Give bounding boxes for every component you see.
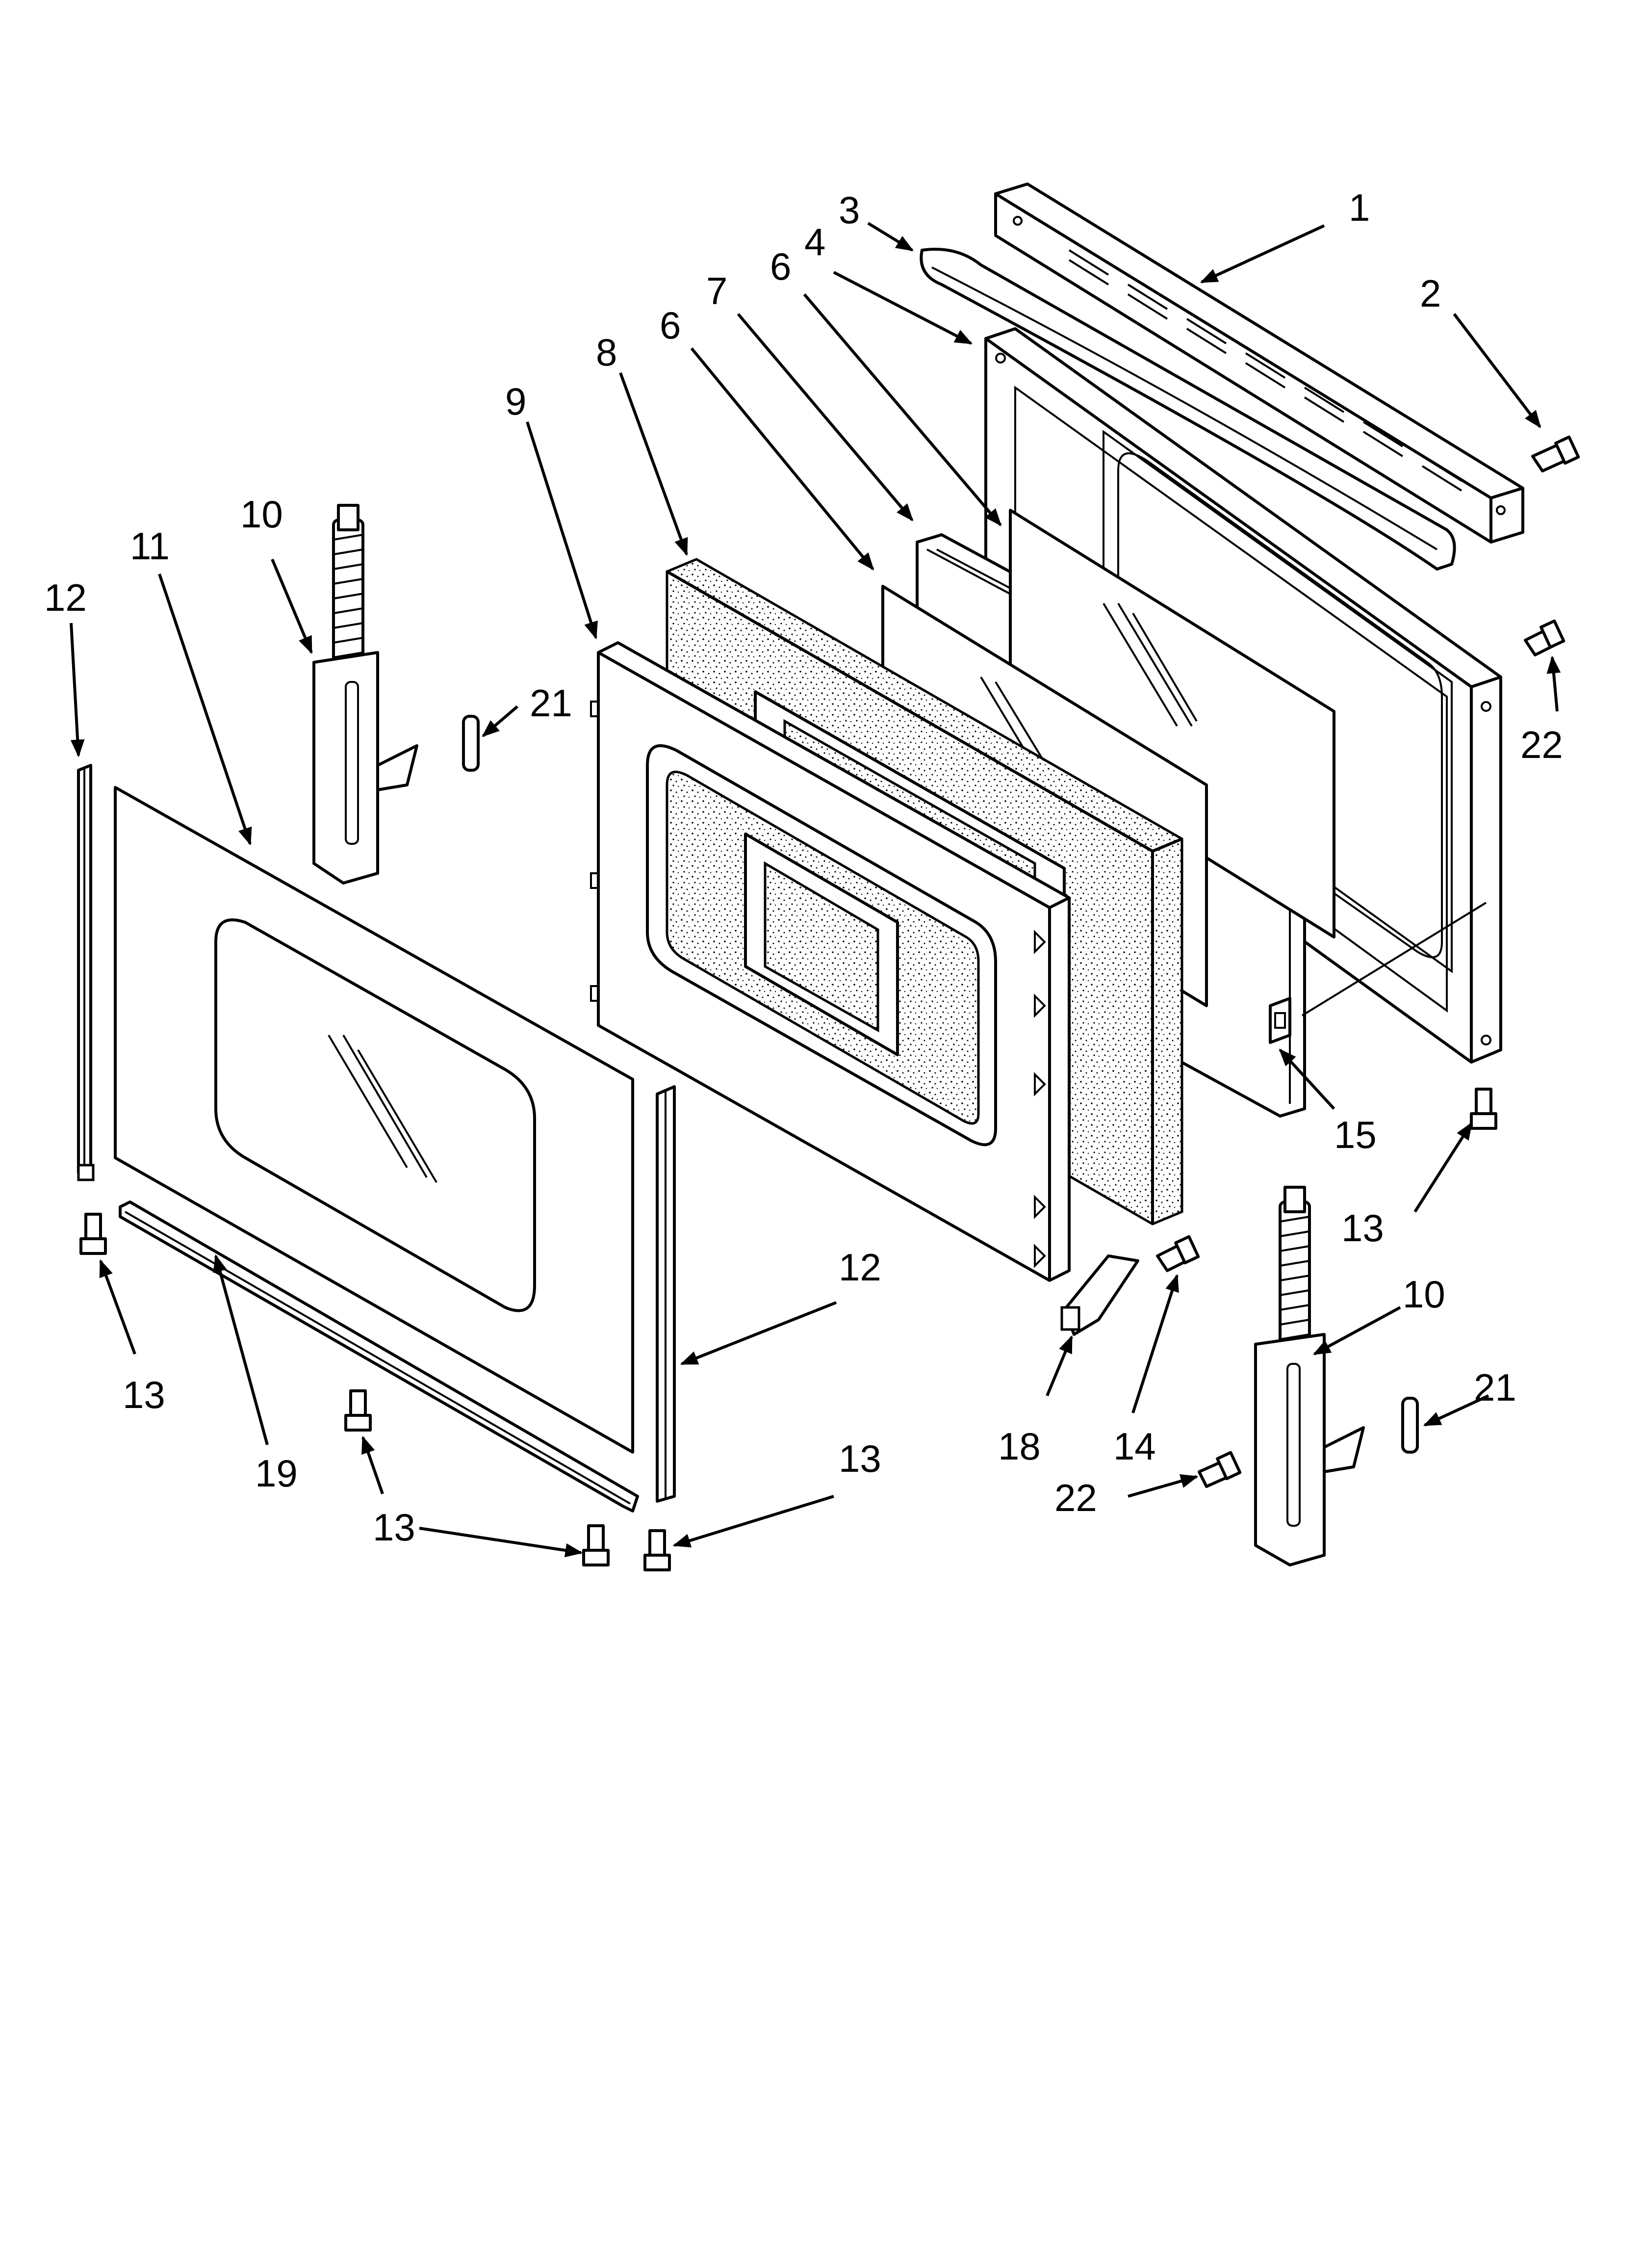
leader-lines xyxy=(70,222,1561,1558)
callout-6-lower: 6 xyxy=(660,304,681,347)
vent-trim-part xyxy=(994,182,1524,544)
side-trim-left-part xyxy=(77,764,95,1181)
screw-13-d-part xyxy=(582,1524,610,1566)
screw-14-part xyxy=(1156,1235,1200,1272)
callout-15: 15 xyxy=(1334,1113,1377,1156)
callout-2: 2 xyxy=(1420,272,1441,315)
callout-9: 9 xyxy=(505,380,526,423)
callout-19: 19 xyxy=(255,1452,298,1495)
callout-22-lower: 22 xyxy=(1054,1476,1097,1519)
bottom-trim-part xyxy=(119,1200,639,1512)
callout-8: 8 xyxy=(596,331,617,374)
bracket-part xyxy=(1060,1254,1139,1336)
callout-1: 1 xyxy=(1349,186,1370,229)
callout-14: 14 xyxy=(1113,1425,1156,1468)
side-trim-right-part xyxy=(656,1085,676,1503)
screw-2-part xyxy=(1531,435,1580,472)
outer-door-panel-part xyxy=(114,786,634,1454)
callout-21-left: 21 xyxy=(530,681,572,725)
callout-12-left: 12 xyxy=(44,576,87,619)
screw-22-lower-part xyxy=(1198,1451,1242,1488)
callout-4: 4 xyxy=(804,220,825,263)
callout-7: 7 xyxy=(706,269,727,313)
callout-labels: 1 2 3 4 6 7 6 8 9 10 11 12 21 22 15 13 1… xyxy=(44,186,1563,1549)
callout-13-bottom: 13 xyxy=(373,1506,415,1549)
screw-13-c-part xyxy=(344,1389,372,1432)
callout-6-upper: 6 xyxy=(770,245,791,288)
door-handle-part xyxy=(920,248,1456,571)
callout-10-upper: 10 xyxy=(240,493,283,536)
callout-3: 3 xyxy=(839,188,860,232)
clip-part xyxy=(1269,997,1291,1044)
callout-11: 11 xyxy=(130,524,170,568)
door-liner-part xyxy=(590,641,1071,1282)
callout-13-right: 13 xyxy=(1341,1206,1384,1250)
callout-13-bottom-right: 13 xyxy=(839,1437,881,1480)
screw-13-a-part xyxy=(79,1213,107,1255)
callout-22-upper: 22 xyxy=(1520,723,1563,766)
callout-18: 18 xyxy=(998,1425,1041,1468)
callout-10-lower: 10 xyxy=(1403,1273,1445,1316)
screw-13-e-part xyxy=(643,1529,671,1571)
callout-12-right: 12 xyxy=(839,1246,881,1289)
screw-22-upper-part xyxy=(1524,619,1565,656)
hinge-upper-part xyxy=(312,504,418,885)
screw-13-b-part xyxy=(1470,1088,1497,1130)
pin-21-right-part xyxy=(1401,1397,1419,1454)
callout-21-right: 21 xyxy=(1474,1366,1516,1409)
pin-21-left-part xyxy=(462,715,480,772)
hinge-lower-part xyxy=(1254,1186,1365,1566)
callout-13-left: 13 xyxy=(123,1373,165,1416)
glass-pane-upper-part xyxy=(1009,509,1335,938)
